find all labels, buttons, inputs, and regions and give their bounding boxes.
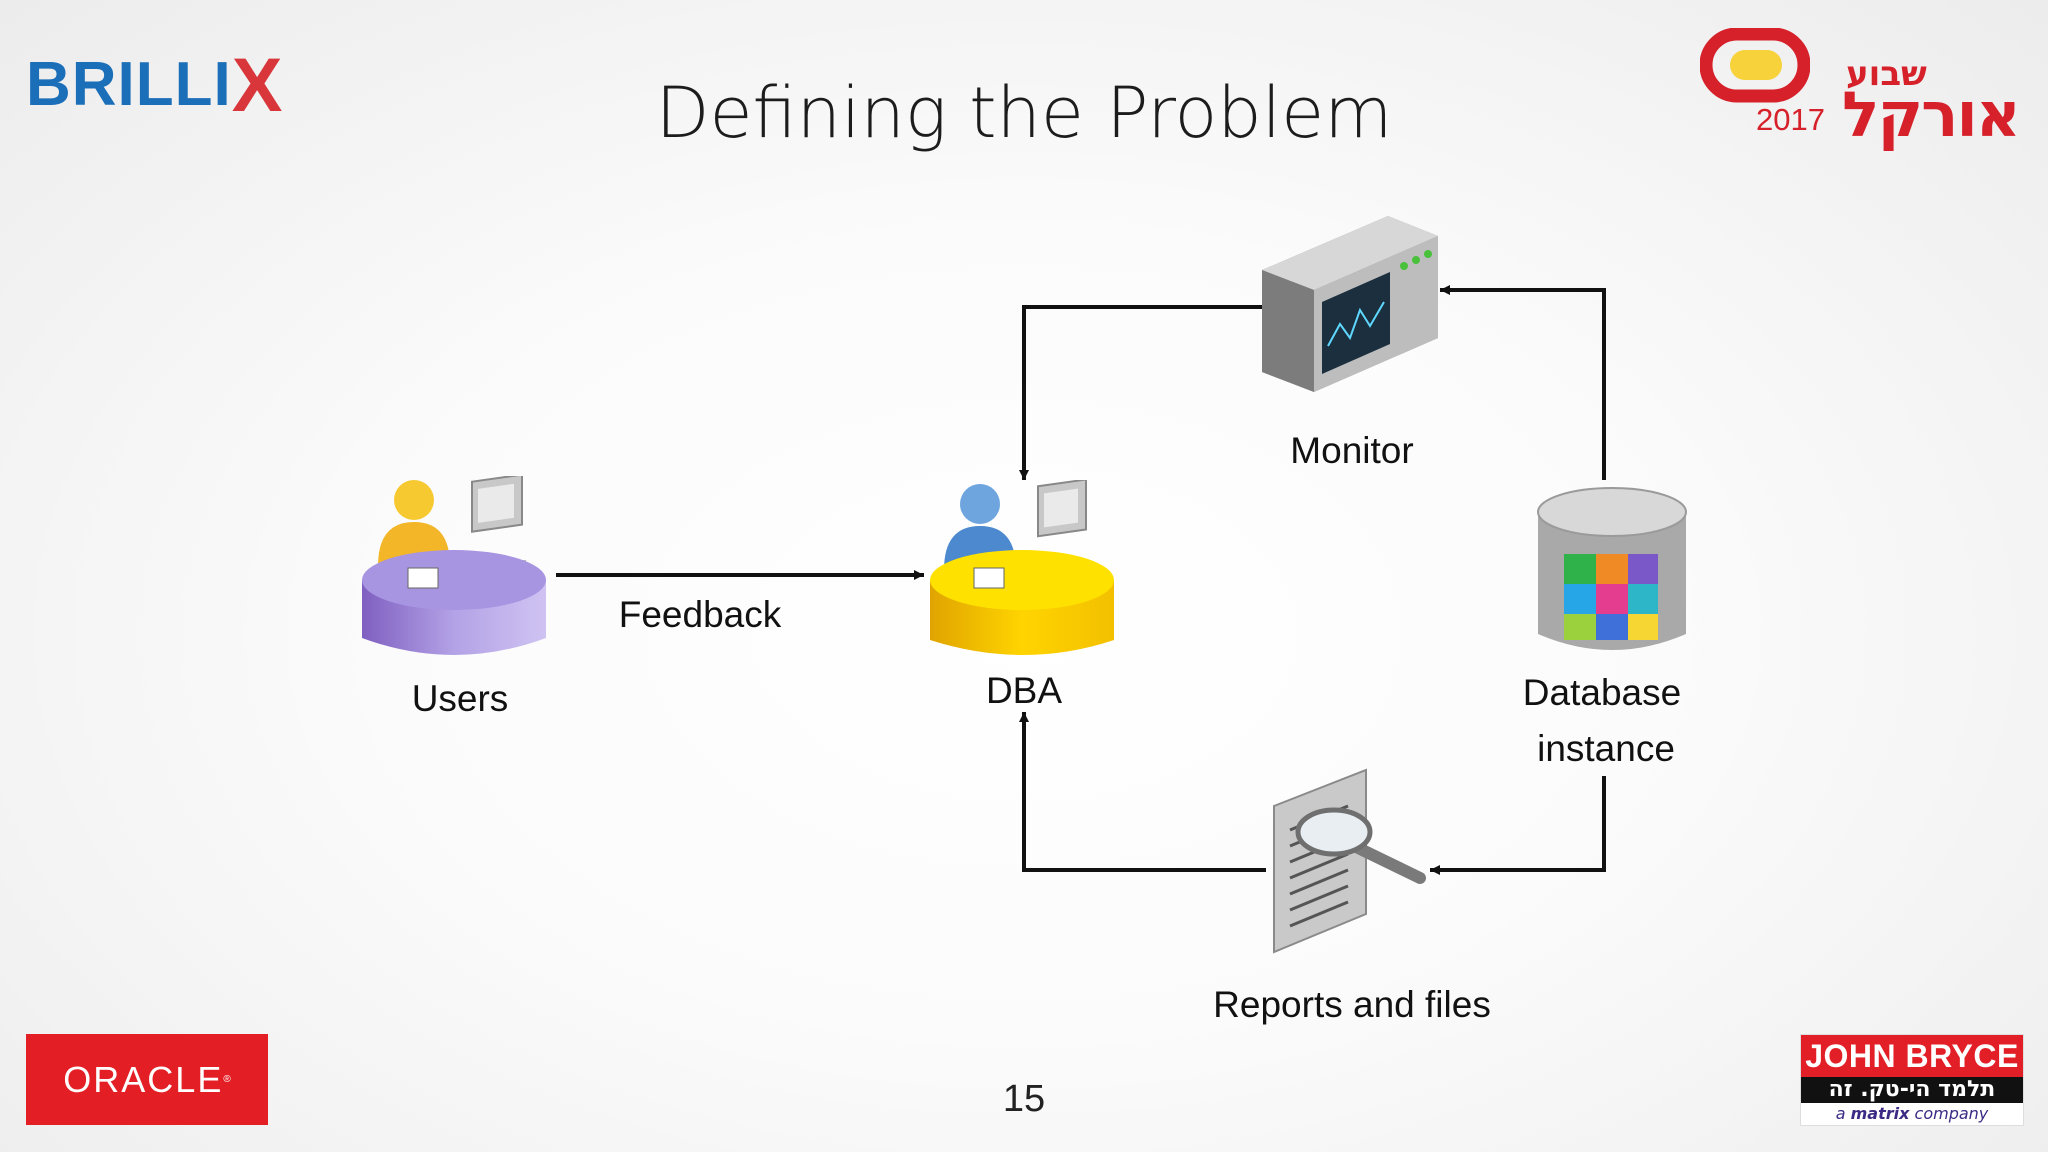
users-label: Users [411,678,509,719]
oracle-week-ring-icon [1700,28,1810,103]
database-label-line1: Database [1522,672,1682,713]
users-workstation-icon [362,476,546,655]
reports-label: Reports and files [1213,984,1491,1025]
dba-workstation-icon [930,480,1114,655]
dba-label: DBA [985,670,1063,711]
oracle-week-text-top: שבוע [1846,54,1927,94]
jb-logo-tagline: a matrix company [1835,1104,1989,1123]
page-number: 15 [1002,1078,1046,1120]
oracle-week-year: 2017 [1756,102,1825,137]
database-label-line2: instance [1537,728,1675,769]
slide-title: Defining the Problem [655,72,1393,154]
monitor-label: Monitor [1290,430,1414,471]
database-to-reports-arrow [1430,776,1606,875]
jb-logo-slogan: תלמד הי-טק. זה עובד! [1801,1077,2023,1128]
jb-logo-title: JOHN BRYCE [1801,1035,2023,1077]
john-bryce-logo: JOHN BRYCE תלמד הי-טק. זה עובד! a matrix… [1800,1034,2024,1128]
reports-to-dba-arrow [1019,712,1266,872]
brillix-logo: BRILLIX [26,43,284,128]
monitor-to-dba-arrow [1019,305,1262,480]
reports-files-icon [1273,768,1426,954]
oracle-logo: ORACLE® [26,1034,268,1125]
database-instance-icon [1537,487,1687,650]
oracle-week-text-main: אורקל [1842,78,2021,151]
database-to-monitor-arrow [1440,285,1606,480]
feedback-label: Feedback [618,594,782,635]
oracle-week-logo [1700,24,2030,154]
monitor-device-icon [1262,216,1438,392]
